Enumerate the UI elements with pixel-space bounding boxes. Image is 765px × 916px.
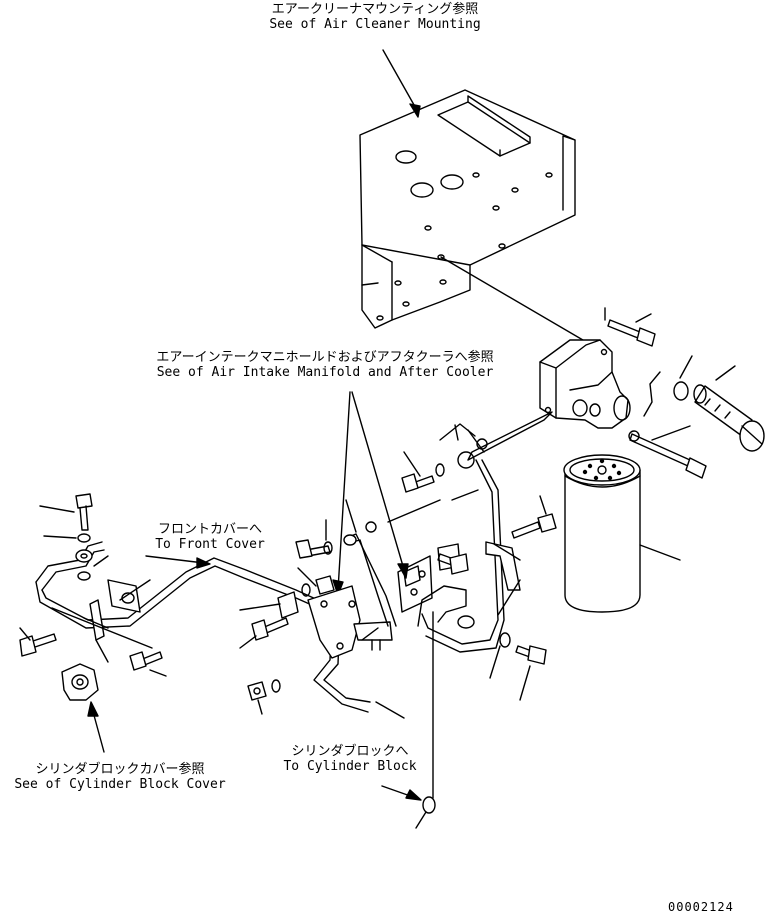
leader-intake-2-arrowhead	[398, 564, 408, 578]
lower-nut-washer	[272, 680, 280, 692]
leader-front-cover-arrowhead	[197, 558, 210, 568]
label-cyl-block-ja: シリンダブロックへ	[291, 744, 409, 759]
label-intake-ja: エアーインテークマニホールドおよびアフタクーラへ参照	[156, 350, 494, 365]
air-cleaner-bracket	[360, 90, 575, 328]
lower-washer	[500, 633, 510, 647]
front-clamp	[108, 580, 140, 612]
label-cyl-block-en: To Cylinder Block	[283, 759, 417, 774]
leader-lower-pipe	[376, 702, 404, 718]
long-bolt	[630, 434, 706, 478]
o-ring	[674, 382, 688, 400]
label-air-cleaner-en: See of Air Cleaner Mounting	[269, 17, 481, 32]
leader-o-ring	[680, 356, 692, 378]
leader-long-bolt	[652, 426, 690, 440]
leader-lower-clip	[96, 640, 108, 662]
label-cylinder-block-cover: シリンダブロックカバー参照 See of Cylinder Block Cove…	[0, 762, 240, 792]
front-bolt-left	[20, 634, 56, 656]
label-intake-manifold: エアーインテークマニホールドおよびアフタクーラへ参照 See of Air In…	[120, 350, 530, 380]
drain-plug	[694, 385, 764, 451]
lower-right-bolt	[516, 646, 546, 664]
support-lower-washer	[302, 584, 310, 596]
leader-front-clip	[52, 608, 152, 648]
leader-center-bolt	[404, 452, 420, 476]
pipe-bolt	[252, 618, 288, 640]
leader-lower-right-bolt	[520, 666, 530, 700]
label-block-cover-en: See of Cylinder Block Cover	[14, 777, 226, 792]
pipe-clamp	[278, 592, 298, 618]
center-bolt	[402, 474, 434, 492]
tube-support-bracket	[308, 586, 392, 658]
leader-block-washer	[416, 812, 426, 828]
leader-elbow-washer	[388, 500, 440, 522]
block-washer	[423, 797, 435, 813]
leader-front-bolt-top	[40, 506, 74, 512]
leader-intake-1	[338, 392, 350, 590]
label-front-cover-ja: フロントカバーへ	[157, 522, 262, 537]
filter-head	[540, 340, 630, 428]
upper-tube	[422, 412, 552, 652]
label-air-cleaner-mounting: エアークリーナマウンティング参照 See of Air Cleaner Moun…	[230, 2, 520, 32]
leader-air-cleaner	[383, 50, 418, 112]
right-clip	[486, 542, 520, 590]
leader-pipe-bolt	[240, 636, 256, 648]
leader-upper-tube	[452, 490, 478, 500]
leader-front-bolt-mid	[150, 670, 166, 676]
head-bolt	[605, 308, 655, 346]
leader-elbow	[346, 500, 356, 532]
leader-lower-washer	[490, 646, 500, 678]
leader-front-cover	[146, 556, 204, 563]
block-cover-fitting	[62, 664, 98, 700]
support-washer	[324, 542, 332, 554]
elbow-tube	[344, 534, 396, 626]
center-washer	[436, 464, 444, 476]
leader-cyl-block-arrowhead	[406, 790, 421, 800]
loop-fitting	[418, 586, 474, 628]
label-block-cover-ja: シリンダブロックカバー参照	[35, 762, 205, 777]
lower-nut	[248, 682, 266, 700]
leader-air-cleaner-arrowhead	[410, 104, 420, 117]
label-front-cover: フロントカバーへ To Front Cover	[130, 522, 290, 552]
label-front-cover-en: To Front Cover	[155, 537, 265, 552]
support-nut	[316, 576, 334, 594]
leader-front-washer-1	[44, 536, 76, 538]
leader-front-washer-2	[94, 556, 108, 566]
leader-intake-2	[352, 392, 405, 573]
label-air-cleaner-ja: エアークリーナマウンティング参照	[271, 2, 479, 17]
middle-bracket	[398, 544, 460, 612]
leader-lower-nut	[258, 700, 262, 714]
front-bolt-mid	[130, 652, 162, 670]
front-bolt-top	[76, 494, 92, 530]
leader-block-cover-arrowhead	[88, 702, 98, 716]
fuel-filter	[564, 455, 640, 612]
elbow-washer	[366, 522, 376, 532]
clip-bolt-mid	[438, 554, 468, 574]
leader-plug-2	[644, 372, 660, 416]
leader-plug	[716, 366, 735, 380]
leader-front-bolt-left	[20, 628, 30, 640]
leader-filter	[640, 545, 680, 560]
support-bolt	[296, 540, 330, 558]
long-bolt-washer	[629, 431, 639, 441]
label-intake-en: See of Air Intake Manifold and After Coo…	[156, 365, 494, 380]
front-clip	[84, 600, 108, 640]
leader-intake-1-arrowhead	[333, 580, 343, 595]
leader-bracket-to-head	[441, 257, 600, 350]
leader-tube-support	[362, 628, 378, 640]
label-cylinder-block: シリンダブロックへ To Cylinder Block	[270, 744, 430, 774]
drawing-number: 00002124	[668, 900, 734, 914]
leader-support-nut	[298, 568, 316, 586]
leader-head-tube	[468, 430, 484, 452]
clip-bolt-upper	[512, 514, 556, 538]
leader-pipe-clamp	[240, 604, 280, 610]
front-eye	[76, 550, 92, 562]
leader-clip-bolt-mid	[498, 580, 520, 615]
front-washer-2	[78, 572, 90, 580]
leader-clip-bolt-upper	[540, 496, 546, 514]
front-washer-1	[78, 534, 90, 542]
leader-front-clamp	[120, 580, 150, 600]
